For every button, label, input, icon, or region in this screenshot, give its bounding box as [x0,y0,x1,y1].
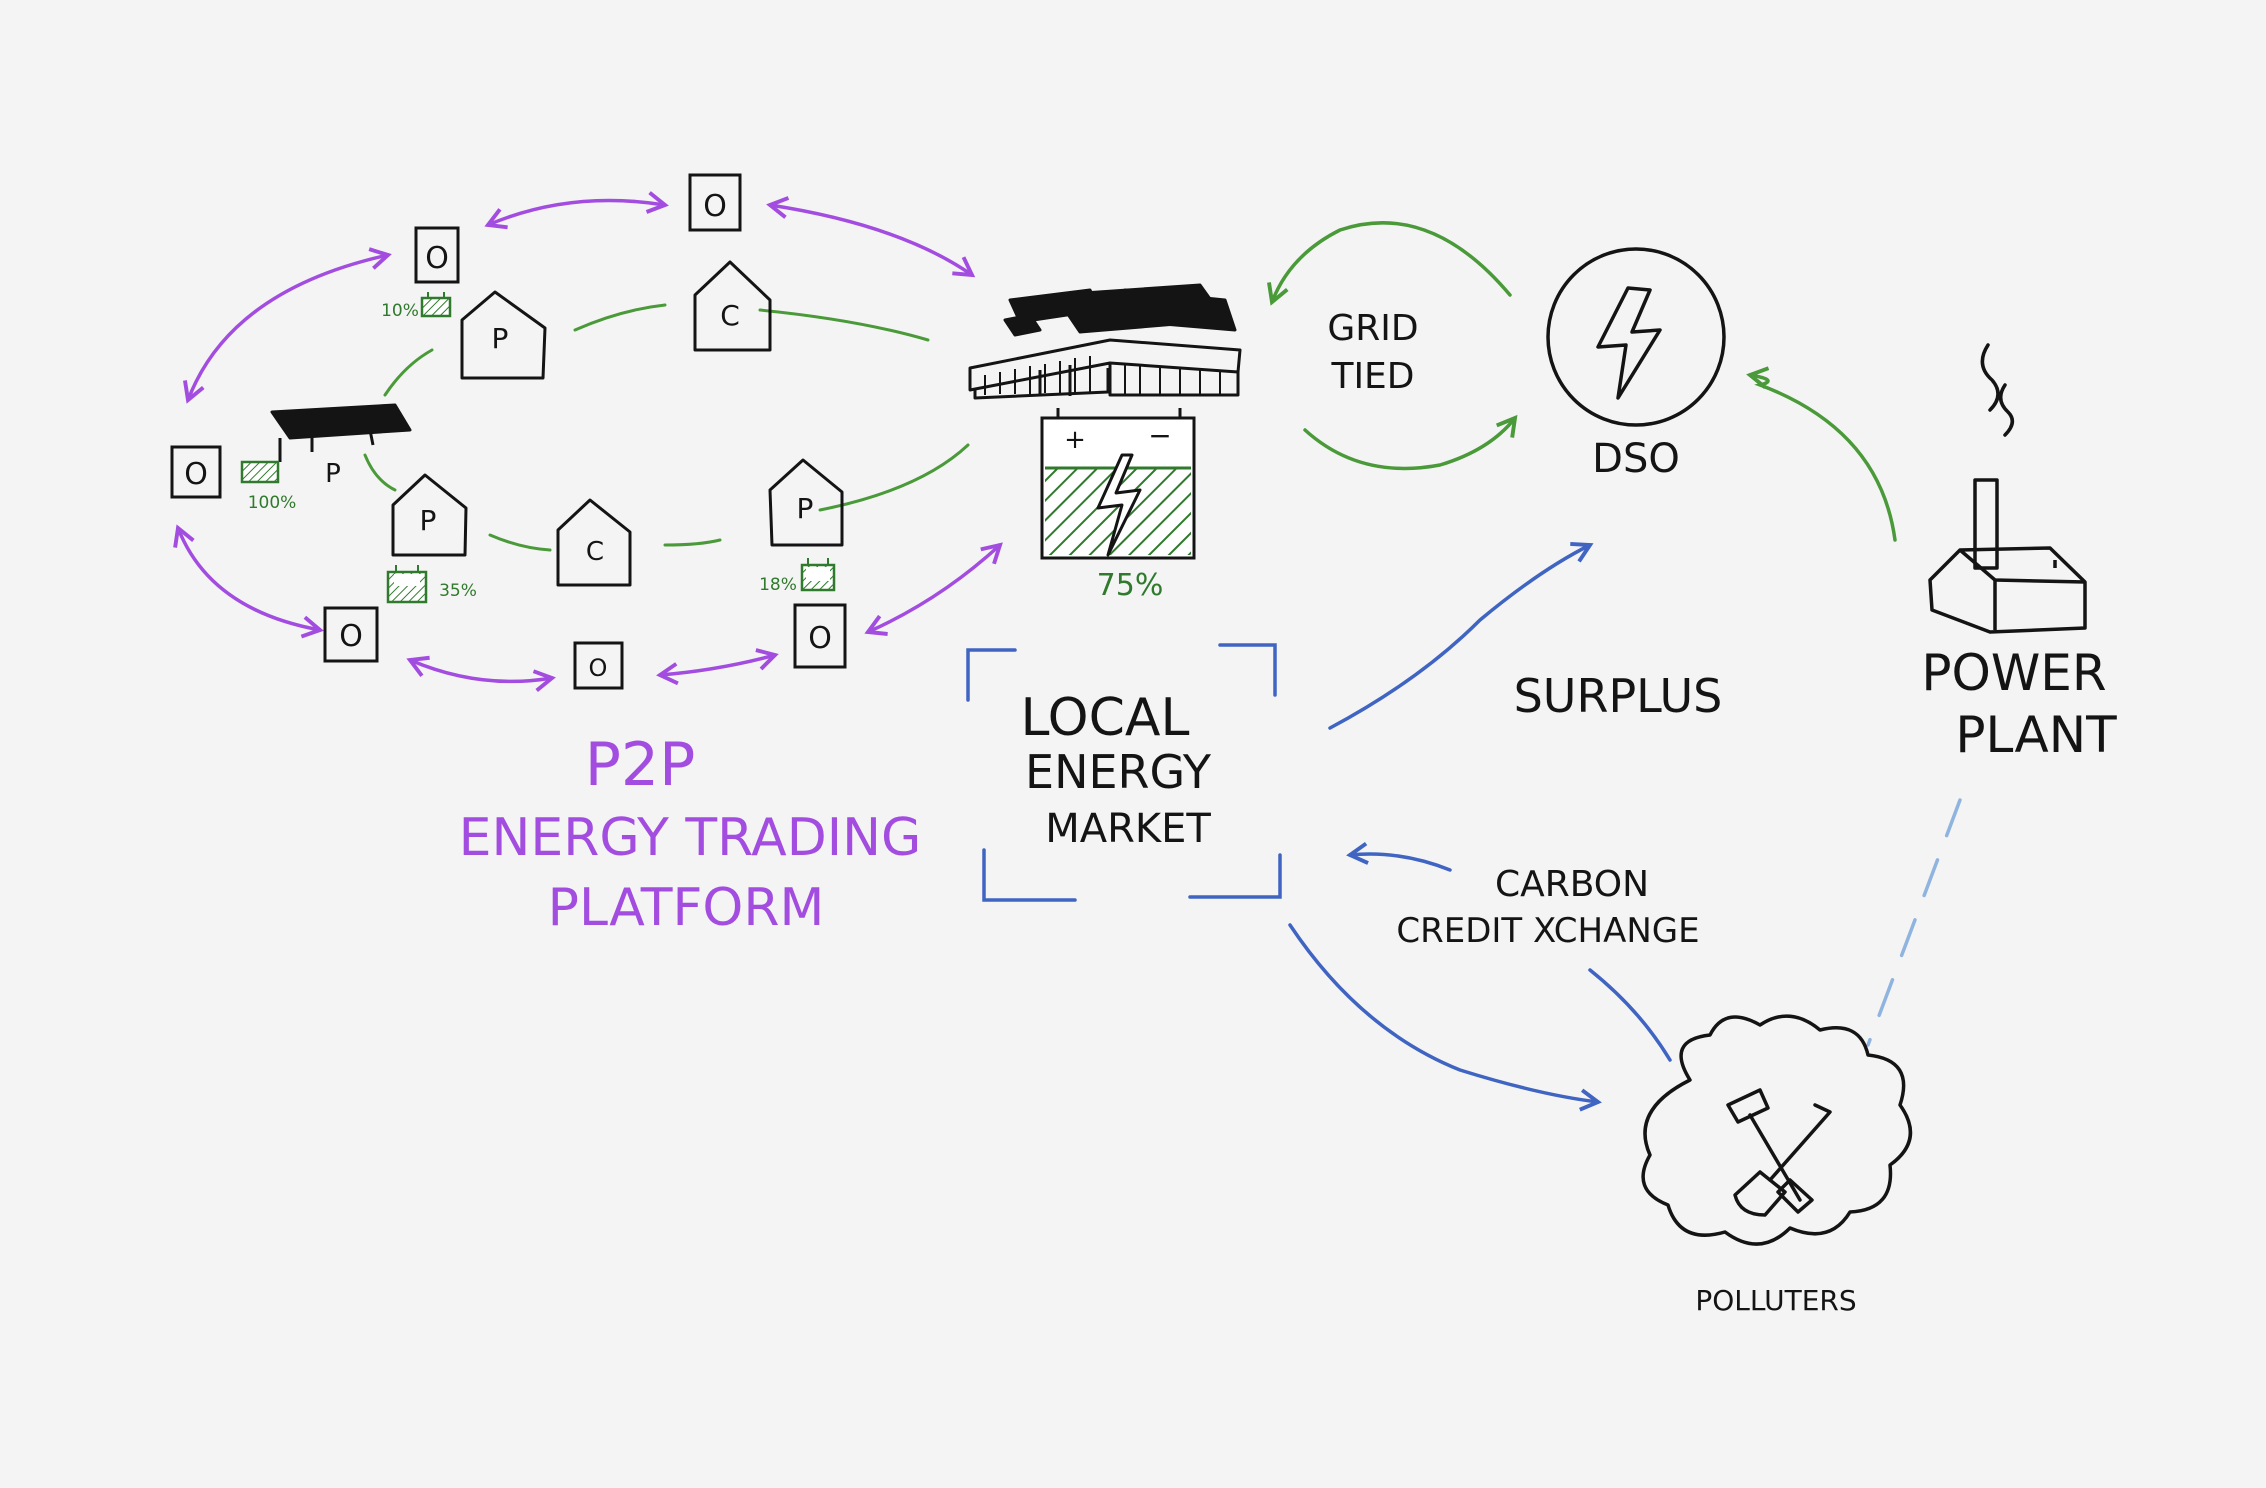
arrow-market-to-polluters [1288,923,1602,1112]
shovel-pick-icon [1726,1088,1832,1217]
p2p-title-line3: PLATFORM [548,878,825,938]
market-arrows [1288,541,1672,1112]
polluters: POLLUTERS [1641,1014,1913,1317]
surplus-label: SURPLUS [1514,669,1723,723]
arrow-warehouse-to-dso [1303,414,1518,471]
arrow-o6-o7 [173,524,324,639]
power-plant-line1: POWER [1921,644,2106,702]
other-label: O [808,621,832,656]
other-node: O [573,641,624,690]
arrow-o1-o6 [183,247,392,404]
arrow-carbon-to-market [1346,841,1452,872]
p2p-title-line1: P2P [585,730,696,800]
arrow-o2-warehouse [766,196,976,278]
battery-10-label: 10% [381,301,419,321]
arrow-polluters-to-carbon [1588,968,1672,1062]
small-batteries: 10% 100% 35% 18% [240,292,836,604]
consumer-label: C [720,299,740,332]
market-line2: ENERGY [1025,745,1212,799]
battery-35: 35% [386,565,477,604]
producer-label: P [325,459,341,489]
market-line1: LOCAL [1021,688,1190,748]
arrow-dso-to-warehouse [1267,221,1512,306]
producer-label: P [797,492,814,525]
arrow-o7-o8 [406,655,556,693]
dso-circle [1546,247,1726,427]
other-label: O [425,241,449,276]
battery-plus: + [1064,425,1086,455]
other-label: O [589,654,608,682]
other-node: O [414,226,460,284]
battery-minus: − [1148,419,1171,452]
powerplant-polluters-dashed [1866,798,1962,1047]
arrow-o8-o9 [656,648,779,686]
battery-10: 10% [381,292,452,321]
arrow-market-to-dso [1328,541,1594,730]
other-node: O [170,445,222,499]
arrow-o1-o2 [484,191,669,230]
p2p-arrows [173,191,1003,693]
warehouse [968,283,1242,400]
main-battery: + − 75% [1040,408,1196,603]
text-labels: P2P ENERGY TRADING PLATFORM GRID TIED SU… [459,308,2117,951]
lightning-icon [1096,453,1142,557]
battery-18: 18% [759,558,836,595]
consumer-house: C [693,260,772,352]
market-brackets [966,643,1282,902]
grid-arrows [1267,221,1897,542]
other-label: O [703,189,727,224]
other-label: O [339,619,363,654]
main-battery-label: 75% [1097,568,1164,603]
grid-tied-line1: GRID [1327,308,1418,349]
cloud-shape [1641,1014,1913,1246]
grid-tied-line2: TIED [1330,356,1414,397]
producer-house: P [460,290,547,380]
producer-label: P [420,504,437,537]
arrow-o9-warehouse [864,542,1003,636]
battery-18-label: 18% [759,575,797,595]
producer-house: P [391,473,468,557]
power-plant-line2: PLANT [1955,706,2117,764]
green-ring [363,303,970,552]
dso: DSO [1546,247,1726,482]
arrow-powerplant-to-dso [1746,366,1897,542]
carbon-line1: CARBON [1495,864,1649,905]
other-nodes: O O O O O O [170,173,847,690]
p2p-title-line2: ENERGY TRADING [459,808,922,868]
house-nodes: P C P C P P [270,260,844,587]
other-label: O [184,457,208,492]
consumer-house: C [556,498,632,587]
smoke-icon [1980,343,2015,437]
battery-35-label: 35% [439,581,477,601]
market-line3: MARKET [1045,806,1211,852]
consumer-label: C [586,537,604,567]
producer-house: P [768,458,844,547]
battery-100-label: 100% [248,493,297,513]
other-node: O [688,173,742,232]
producer-label: P [492,322,509,355]
dso-lightning-icon [1596,286,1662,400]
polluters-label: POLLUTERS [1695,1284,1856,1317]
carbon-line2: CREDIT XCHANGE [1396,911,1699,951]
other-node: O [793,603,847,669]
other-node: O [323,606,379,663]
carport-producer: P [270,403,412,489]
power-plant [1928,343,2087,634]
battery-100: 100% [240,460,297,513]
dso-label: DSO [1592,436,1680,482]
